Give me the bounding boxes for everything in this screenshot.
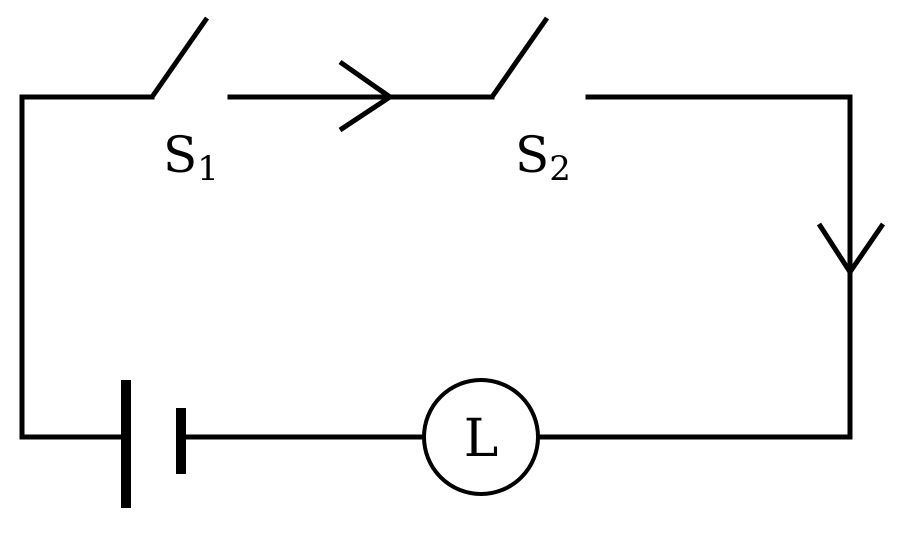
switch-s2-label: S2 [515,126,571,189]
lamp-symbol [422,378,540,496]
current-arrow-right [816,222,886,277]
current-arrow-top [338,59,395,133]
switch-s1-subscript: 1 [197,149,219,189]
switch-s2-letter: S [515,126,549,184]
switch-s1-letter: S [163,126,197,184]
wire-right [535,94,853,440]
switch-s1-blade [149,16,210,99]
switch-s1-label: S1 [163,126,219,189]
switch-s2-blade [489,16,550,99]
lamp-label: L [464,409,499,469]
wire-left [19,94,155,440]
switch-s2-subscript: 2 [549,149,571,189]
